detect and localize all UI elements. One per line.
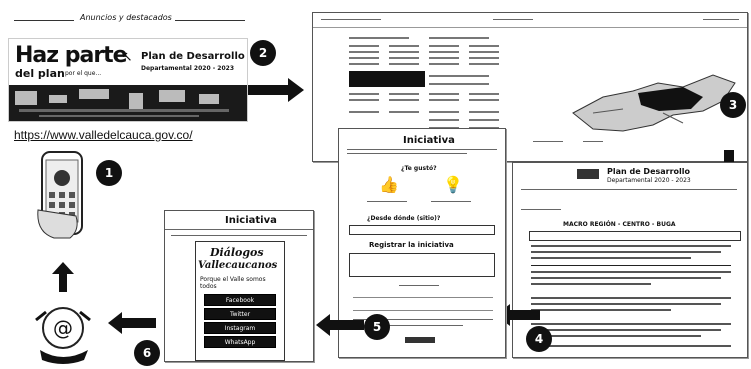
dialogos-card: Diálogos Vallecaucanos Porque el Valle s… <box>195 241 285 361</box>
send-button[interactable] <box>405 337 435 343</box>
plan-page-subtitle: Departamental 2020 - 2023 <box>607 177 691 184</box>
arrow-up-icon <box>52 262 74 292</box>
iniciativa-form-title: Iniciativa <box>403 135 455 146</box>
arrow-left-icon <box>108 312 156 334</box>
arrow-right-icon <box>248 78 304 102</box>
map-page-screenshot <box>312 12 748 162</box>
plan-page-screenshot: Plan de Desarrollo Departamental 2020 - … <box>512 162 748 358</box>
dialogos-tagline: Porque el Valle somos todos <box>200 276 266 290</box>
twitter-button[interactable]: Twitter <box>204 308 276 320</box>
banner-plan-subtitle: Departamental 2020 - 2023 <box>141 65 234 72</box>
iniciativa-form-screenshot: Iniciativa ¿Te gustó? 👍 💡 ¿Desde dónde (… <box>338 128 506 358</box>
step-4-badge: 4 <box>526 326 552 352</box>
arrow-left-icon <box>316 314 364 336</box>
cursor-icon: ↖ <box>121 49 133 65</box>
header-title: Anuncios y destacados <box>80 13 172 22</box>
svg-text:@: @ <box>53 316 73 340</box>
banner-subline-small: por el que... <box>65 70 102 77</box>
thumbs-up-icon[interactable]: 👍 <box>379 175 399 194</box>
site-url-link[interactable]: https://www.valledelcauca.gov.co/ <box>14 128 193 142</box>
banner[interactable]: Haz parte del plan por el que... ↖ Plan … <box>8 38 248 122</box>
phone-illustration <box>36 150 94 242</box>
step-1-badge: 1 <box>96 160 122 186</box>
dialogos-page-screenshot: Iniciativa Diálogos Vallecaucanos Porque… <box>164 210 314 362</box>
municipality-list <box>349 37 499 129</box>
facebook-button[interactable]: Facebook <box>204 294 276 306</box>
dialogos-heading-2: Vallecaucanos <box>198 260 278 271</box>
region-map <box>572 74 736 132</box>
from-where-input[interactable] <box>349 225 495 235</box>
register-initiative-button[interactable]: Registrar la iniciativa <box>369 241 454 249</box>
dialogos-heading-1: Diálogos <box>210 246 264 259</box>
arrow-left-icon <box>496 304 540 326</box>
header-rule-right <box>175 20 245 21</box>
iniciativa-question: ¿Te gustó? <box>401 165 437 172</box>
email-at-icon: @ <box>30 300 96 364</box>
instagram-button[interactable]: Instagram <box>204 322 276 334</box>
yes-no-options[interactable] <box>353 297 493 311</box>
step-3-badge: 3 <box>720 92 746 118</box>
comment-textarea[interactable] <box>349 253 495 277</box>
whatsapp-button[interactable]: WhatsApp <box>204 336 276 348</box>
plan-region-box <box>529 231 741 241</box>
plan-text-lines <box>531 245 731 347</box>
header-rule-left <box>14 20 74 21</box>
plan-page-logo <box>577 169 599 179</box>
from-where-label: ¿Desde dónde (sitio)? <box>367 215 441 222</box>
banner-subline: del plan <box>15 67 65 80</box>
plan-page-title: Plan de Desarrollo <box>607 167 691 176</box>
dialogos-page-title: Iniciativa <box>225 215 277 226</box>
lightbulb-icon[interactable]: 💡 <box>443 175 463 194</box>
banner-plan-title: Plan de Desarrollo <box>141 51 245 62</box>
plan-region-heading: MACRO REGIÓN - CENTRO - BUGA <box>563 221 676 228</box>
step-5-badge: 5 <box>364 314 390 340</box>
banner-photo-strip <box>9 85 247 121</box>
banner-headline: Haz parte <box>15 43 128 68</box>
step-6-badge: 6 <box>134 340 160 366</box>
step-2-badge: 2 <box>250 40 276 66</box>
